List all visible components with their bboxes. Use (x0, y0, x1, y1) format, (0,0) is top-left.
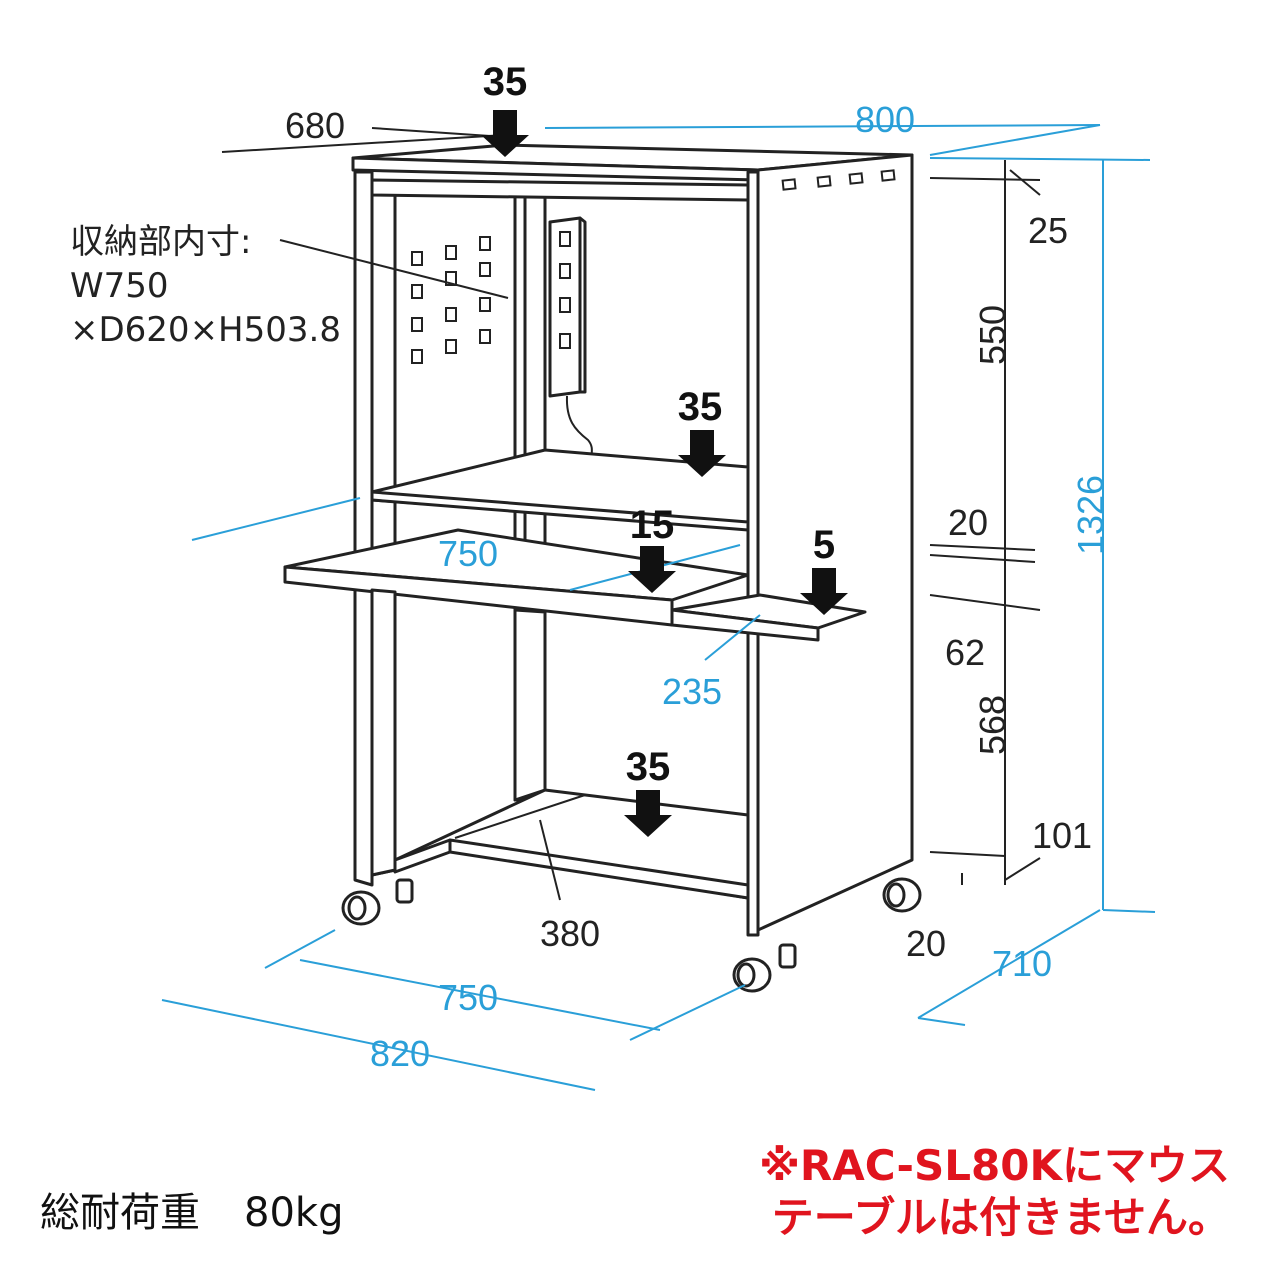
dim-line-680-a (221, 134, 506, 153)
casters (341, 877, 922, 993)
dim-line-380-lead (539, 819, 561, 901)
side-vent-slots (781, 169, 896, 191)
dim-line-25 (929, 177, 1041, 181)
dim-label-20-caster: 20 (906, 923, 946, 964)
power-strip (548, 216, 593, 461)
dim-line-710-ext (917, 1017, 966, 1026)
dim-line-800 (544, 124, 1101, 129)
dim-line-20-a (929, 544, 1036, 551)
lower-left-panel (370, 588, 397, 877)
dim-label-568: 568 (972, 695, 1013, 755)
dim-line-750-base (299, 959, 661, 1031)
dim-line-235 (704, 614, 761, 661)
total-load-label: 総耐荷重 (40, 1190, 200, 1236)
dim-label-820: 820 (370, 1033, 430, 1074)
load-arrow-mouse (800, 568, 848, 615)
total-load: 総耐荷重 80kg (40, 1180, 387, 1238)
bottom-left-rail (393, 838, 452, 874)
dim-label-550: 550 (972, 305, 1013, 365)
dim-label-101: 101 (1032, 815, 1092, 856)
dim-label-750-base: 750 (438, 977, 498, 1018)
dim-line-800-ext (929, 124, 1101, 156)
middle-shelf-front (370, 490, 750, 532)
load-arrows (481, 110, 848, 837)
dim-line-710 (917, 909, 1101, 1019)
dim-line-62 (929, 594, 1041, 611)
dim-line-820 (161, 999, 596, 1091)
dim-line-25-lead (1009, 169, 1041, 196)
dim-label-235: 235 (662, 671, 722, 712)
dim-label-380: 380 (540, 913, 600, 954)
dim-label-710: 710 (992, 943, 1052, 984)
dim-label-62: 62 (945, 632, 985, 673)
dim-label-800: 800 (855, 99, 915, 140)
load-label-bottom: 35 (626, 745, 671, 789)
storage-note-leader (279, 239, 509, 299)
load-arrow-middle (678, 430, 726, 477)
total-load-value: 80kg (244, 1190, 344, 1236)
dim-line-750-base-ext-b (629, 984, 746, 1041)
dim-line-750-base-ext-a (264, 929, 336, 969)
load-arrow-bottom (624, 790, 672, 837)
dim-line-20-b (929, 554, 1036, 563)
dim-line-1326-bottom (1102, 909, 1156, 913)
load-label-mouse: 5 (813, 523, 835, 567)
right-front-edge (746, 170, 760, 937)
storage-note: 収納部内寸: W750 ×D620×H503.8 (70, 220, 341, 352)
dim-line-1326-top (929, 157, 1151, 161)
load-arrow-keyboard (628, 546, 676, 593)
load-label-top: 35 (483, 60, 528, 104)
mouse-table-front (670, 608, 820, 642)
dim-label-1326: 1326 (1070, 475, 1111, 555)
notice-line2: テーブルは付きません。 (771, 1193, 1230, 1242)
left-front-post (353, 170, 374, 887)
lower-back-post (513, 608, 547, 802)
load-label-keyboard: 15 (630, 503, 675, 547)
dim-label-680: 680 (285, 105, 345, 146)
dimension-lines (161, 124, 1156, 1091)
rack-body (283, 143, 922, 993)
dim-label-20-gap: 20 (948, 502, 988, 543)
storage-note-line1: 収納部内寸: (70, 222, 252, 262)
storage-note-line3: ×D620×H503.8 (70, 310, 341, 350)
dim-line-101-lead (1004, 857, 1041, 881)
mouse-table-notice: ※RAC-SL80Kにマウス テーブルは付きません。 (759, 1140, 1230, 1244)
back-panel-holes (411, 236, 491, 364)
dim-line-380-a (454, 794, 586, 839)
dim-line-750-tray-a (191, 497, 361, 541)
top-rail (370, 178, 750, 202)
dim-label-25: 25 (1028, 210, 1068, 251)
load-arrow-top (481, 110, 529, 157)
dim-label-750-tray: 750 (438, 533, 498, 574)
storage-note-line2: W750 (70, 266, 169, 306)
dim-line-101-a (929, 851, 1006, 857)
notice-line1: ※RAC-SL80Kにマウス (759, 1141, 1230, 1190)
load-label-middle: 35 (678, 385, 723, 429)
